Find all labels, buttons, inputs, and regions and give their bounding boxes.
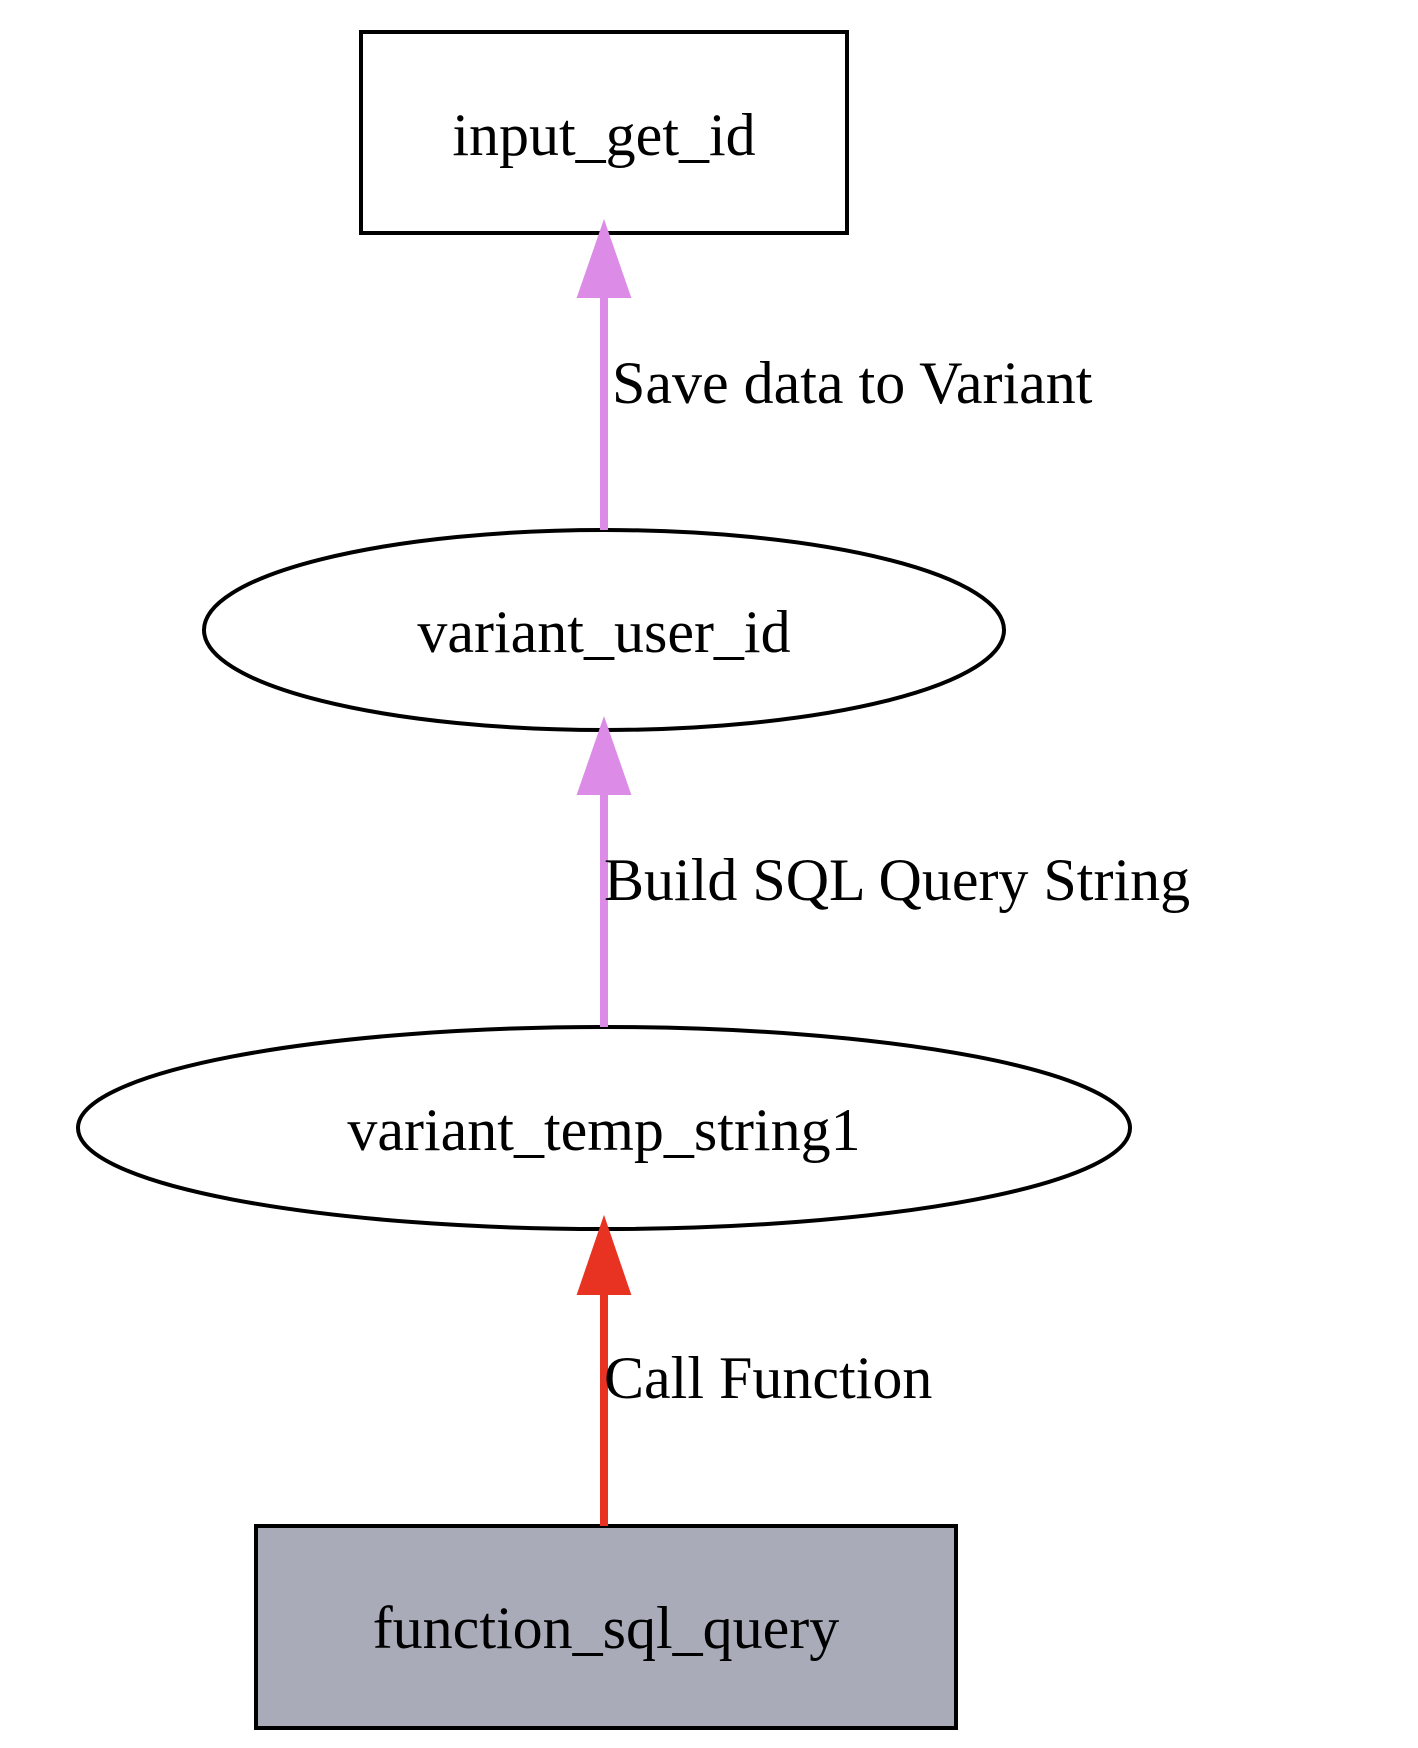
node-variant-user-id[interactable]: variant_user_id	[202, 528, 1006, 732]
edge-call-function-arrowhead-icon	[576, 1214, 632, 1295]
edge-call-function-label: Call Function	[604, 1345, 932, 1411]
edge-save-data-label: Save data to Variant	[612, 350, 1093, 416]
node-input-get-id-box	[359, 30, 849, 235]
edge-build-sql-query-string[interactable]: Build SQL Query String	[576, 715, 1190, 1027]
node-function-sql-query-box	[254, 1524, 958, 1730]
node-variant-temp-string1[interactable]: variant_temp_string1	[76, 1025, 1132, 1231]
node-function-sql-query-label: function_sql_query	[373, 1595, 840, 1661]
node-input-get-id-label: input_get_id	[452, 102, 755, 168]
edge-build-sql-arrowhead-icon	[576, 715, 632, 795]
node-input-get-id[interactable]: input_get_id	[359, 30, 849, 235]
edge-build-sql-label: Build SQL Query String	[604, 847, 1190, 913]
edge-save-data-to-variant[interactable]: Save data to Variant	[576, 218, 1093, 530]
node-variant-temp-string1-label: variant_temp_string1	[347, 1097, 860, 1163]
node-function-sql-query[interactable]: function_sql_query	[254, 1524, 958, 1730]
edge-save-data-arrowhead-icon	[576, 218, 632, 298]
node-variant-user-id-label: variant_user_id	[417, 599, 790, 665]
edge-call-function[interactable]: Call Function	[576, 1214, 932, 1526]
